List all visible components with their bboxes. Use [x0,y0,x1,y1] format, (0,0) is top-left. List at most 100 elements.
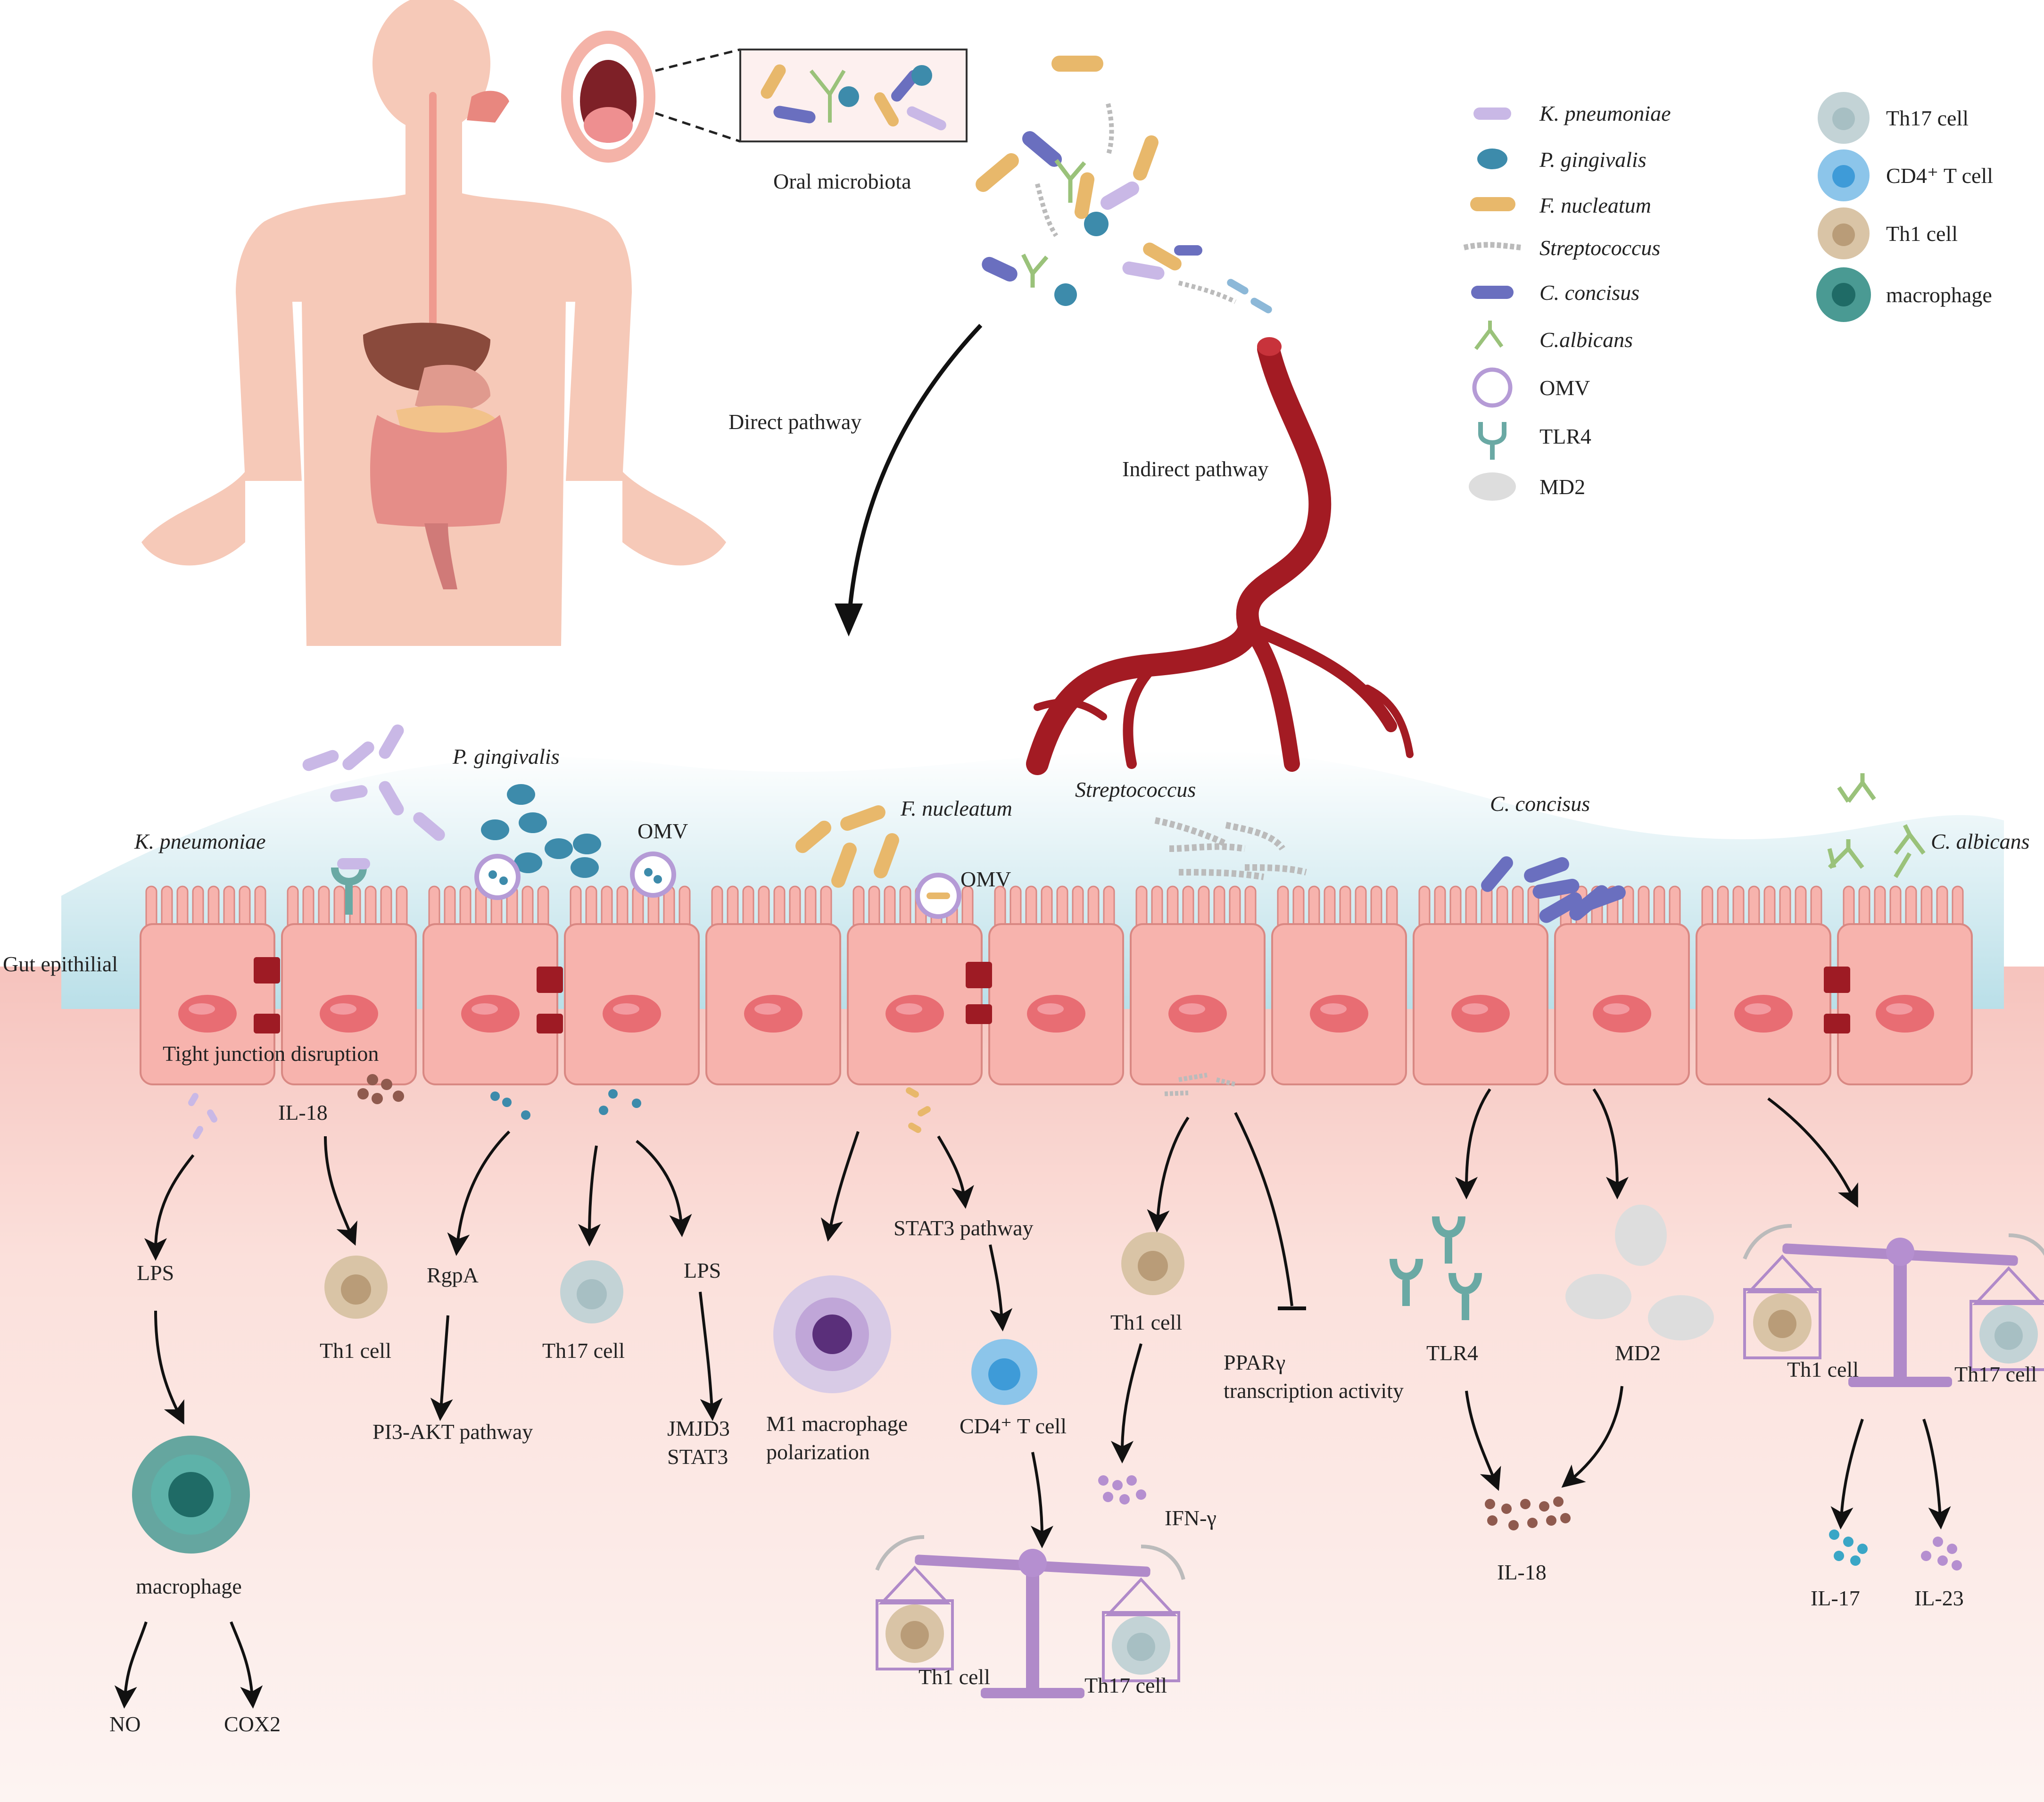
scale1-th17-label: Th17 cell [1084,1673,1167,1697]
pathway-arrow [699,1291,723,1421]
epithelial-cell [705,885,841,1085]
legend-label-streptococcus: Streptococcus [1539,236,1660,260]
rotation-arrow-right [2008,1233,2044,1256]
th1-cell-label-strep: Th1 cell [1110,1310,1182,1334]
scale-box-right [1102,1611,1180,1682]
rotation-arrow-right [1141,1545,1185,1580]
scale-post [1026,1575,1039,1693]
scale-box-right [1970,1300,2044,1371]
omv-vesicle [474,854,521,900]
p-gingivalis-cluster [474,784,676,900]
direct-pathway-label: Direct pathway [728,410,861,434]
streptococcus-cluster [1154,817,1307,880]
legend-label-macrophage: macrophage [1886,283,1992,307]
p-gingivalis-label: P. gingivalis [452,744,560,769]
pathway-arrow [430,1315,453,1421]
pathway-arrow [1922,1419,1951,1529]
legend-cells [1816,92,1871,322]
m1-polarization-label: polarization [766,1440,870,1464]
pathway-arrow [144,1154,195,1261]
pathway-arrow [578,1145,601,1247]
direct-pathway-arrow [846,323,983,623]
c-concisus-cluster [1481,856,1626,923]
c-albicans-label: C. albicans [1931,829,2030,853]
scale-base [1848,1377,1952,1387]
legend-label-cd4-t-cell: CD4⁺ T cell [1886,164,1993,188]
tight-junction-markers [254,957,1850,1033]
cd4-t-cell-icon [971,1339,1037,1405]
gut-epithelial-label: Gut epithilial [3,952,118,976]
th1-nucleus [901,1621,929,1649]
p-gingivalis-icon [1477,149,1507,169]
human-body-illustration [141,0,726,646]
kp-macrophage-label: macrophage [136,1574,242,1598]
scale-pan-right [1105,1577,1177,1616]
epithelial-cell [1837,885,1973,1085]
th1-cell-icon [324,1256,388,1319]
scale-pivot [1886,1238,1914,1266]
pathway-arrow [636,1140,692,1237]
legend-label-f-nucleatum: F. nucleatum [1539,193,1651,217]
pathway-arrow [324,1136,357,1246]
epithelial-cell [1271,885,1407,1085]
pathway-arrow [1561,1386,1623,1488]
legend-label-omv: OMV [1539,376,1590,400]
th1-nucleus [1768,1310,1796,1338]
th17-cell-icon [1818,92,1870,144]
f-nucleatum-icon [1470,197,1515,211]
scale2-th1-label: Th1 cell [1787,1357,1859,1381]
pathway-arrows [114,1088,1951,1709]
epithelial-cell [1413,885,1548,1085]
legend-label-k-pneumoniae: K. pneumoniae [1539,101,1671,125]
th1-th17-balance-scale-ca [1743,1224,2044,1387]
pathway-arrow [820,1131,860,1242]
kp-no-label: NO [109,1712,141,1736]
epithelial-cell [422,885,558,1085]
epithelial-cell [988,885,1124,1085]
epithelial-cell [1130,885,1266,1085]
omv-label-fn: OMV [960,867,1011,891]
ppar-gamma-label: PPARγ [1224,1350,1285,1374]
pathway-arrow [989,1244,1013,1331]
scale-base [981,1688,1084,1698]
k-pneumoniae-label: K. pneumoniae [134,829,266,853]
th1-th17-balance-scale-fn [875,1535,1185,1698]
scale-pan-left [878,1565,951,1604]
il23-label: IL-23 [1914,1586,1964,1610]
oral-microbiota-label: Oral microbiota [773,169,911,193]
scale-box-left [876,1599,954,1670]
ifn-gamma-label: IFN-γ [1165,1506,1216,1530]
pathway-arrow [447,1130,511,1256]
tlr4-label: TLR4 [1426,1341,1478,1365]
il18-label-right: IL-18 [1497,1560,1547,1584]
cd4-t-cell-icon [1818,149,1870,201]
c-albicans-cluster [1827,773,1926,878]
th1-cell-icon [1818,207,1870,259]
md2-proteins [1565,1205,1714,1340]
streptococcus-icon [1463,242,1521,250]
streptococcus-label: Streptococcus [1075,777,1196,802]
k-pneumoniae-icon [1473,107,1511,120]
epithelial-cell [281,885,417,1085]
macrophage-icon [1816,267,1871,322]
th17-nucleus [1127,1633,1155,1661]
macrophage-cell [132,1436,250,1554]
th17-cell-icon [560,1260,623,1323]
epithelial-cell [140,885,275,1085]
inset-microbes [761,64,946,131]
ppar-transcription-label: transcription activity [1224,1379,1404,1403]
scale-pan-right [1972,1266,2044,1305]
kp-cox2-label: COX2 [224,1712,281,1736]
legend-label-th1-cell: Th1 cell [1886,222,1958,246]
legend-label-p-gingivalis: P. gingivalis [1539,148,1647,172]
legend-label-tlr4: TLR4 [1539,424,1591,448]
legend-label-md2: MD2 [1539,475,1585,499]
epithelial-cell [1696,885,1831,1085]
f-nucleatum-label: F. nucleatum [900,796,1012,820]
scale-pan-left [1746,1254,1819,1293]
pg-lps-label: LPS [684,1258,721,1282]
pi3k-akt-label: PI3-AKT pathway [372,1420,533,1444]
m1-macrophage-label: M1 macrophage [766,1412,908,1436]
pathway-arrow [1767,1097,1858,1208]
